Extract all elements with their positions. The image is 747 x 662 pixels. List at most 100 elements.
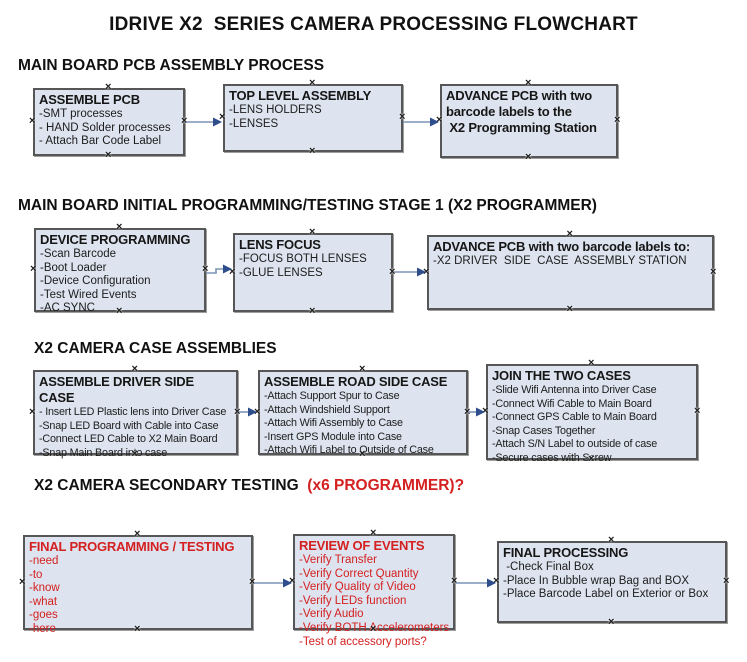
flow-box-review-of-events: REVIEW OF EVENTS -Verify Transfer -Verif… xyxy=(289,529,457,648)
handle-x-icon xyxy=(181,117,189,126)
flow-box-device-programming: DEVICE PROGRAMMING -Scan Barcode -Boot L… xyxy=(30,223,208,316)
section-heading-initial-programming: MAIN BOARD INITIAL PROGRAMMING/TESTING S… xyxy=(18,197,597,215)
handle-x-icon xyxy=(202,265,210,274)
box-line: -Slide Wifi Antenna into Driver Case xyxy=(492,384,657,396)
flow-arrow-2 xyxy=(403,117,439,127)
handle-x-icon xyxy=(389,268,397,277)
box-line: -Place Barcode Label on Exterior or Box xyxy=(503,588,709,601)
handle-x-icon xyxy=(19,578,27,587)
box-title: FINAL PROGRAMMING / TESTING xyxy=(29,539,235,554)
box-line: -Place In Bubble wrap Bag and BOX xyxy=(503,574,690,587)
handle-x-icon xyxy=(451,577,459,586)
handle-x-icon xyxy=(464,408,472,417)
box-title: ASSEMBLE DRIVER SIDE CASE xyxy=(39,374,198,405)
flow-box-assemble-pcb: ASSEMBLE PCB -SMT processes - HAND Solde… xyxy=(29,83,187,160)
handle-x-icon xyxy=(30,265,38,274)
flow-arrow-1 xyxy=(186,117,222,127)
section-heading-red-text: (x6 PROGRAMMER)? xyxy=(303,477,465,494)
box-line: -X2 DRIVER SIDE CASE ASSEMBLY STATION xyxy=(433,255,687,267)
box-line: -Device Configuration xyxy=(40,275,151,288)
box-line: -Boot Loader xyxy=(40,261,107,274)
box-line: -Test of accessory ports? xyxy=(299,635,427,648)
handle-x-icon xyxy=(614,116,622,125)
section-heading-text: X2 CAMERA SECONDARY TESTING xyxy=(34,477,303,494)
box-title: ASSEMBLE ROAD SIDE CASE xyxy=(264,374,448,389)
box-line: -Attach Windshield Support xyxy=(264,403,390,416)
box-line: -Verify BOTH Accelerometers xyxy=(299,621,450,634)
flow-box-final-programming-testing: FINAL PROGRAMMING / TESTING -need -to -k… xyxy=(19,530,255,635)
box-line: -know xyxy=(29,582,60,595)
handle-x-icon xyxy=(482,407,490,416)
handle-x-icon xyxy=(723,577,731,586)
box-title: JOIN THE TWO CASES xyxy=(492,368,631,383)
box-line: -need xyxy=(29,555,59,567)
box-line: -Attach Support Spur to Case xyxy=(264,390,400,402)
box-line: -Verify Transfer xyxy=(299,554,377,566)
box-line: -LENS HOLDERS xyxy=(229,104,322,116)
box-title: ASSEMBLE PCB xyxy=(39,92,140,107)
box-line: -FOCUS BOTH LENSES xyxy=(239,253,367,265)
flow-box-top-level-assembly: TOP LEVEL ASSEMBLY -LENS HOLDERS -LENSES xyxy=(219,79,405,156)
box-line: -Connect Wifi Cable to Main Board xyxy=(492,397,652,410)
box-title: DEVICE PROGRAMMING xyxy=(40,232,191,247)
flow-box-advance-pcb-programming-station: ADVANCE PCB with two barcode labels to t… xyxy=(436,79,620,162)
box-line: - HAND Solder processes xyxy=(39,121,171,134)
box-line: -Attach S/N Label to outside of case xyxy=(492,438,658,451)
box-line: -here xyxy=(29,622,56,635)
flow-box-assemble-road-side-case: ASSEMBLE ROAD SIDE CASE -Attach Support … xyxy=(254,365,470,459)
box-line: -Verify Correct Quantity xyxy=(299,567,419,580)
section-heading-text: X2 CAMERA CASE ASSEMBLIES xyxy=(34,340,277,357)
box-title: FINAL PROCESSING xyxy=(503,545,629,560)
box-line: -Snap Main Board into case xyxy=(39,446,168,459)
page-title: IDRIVE X2 SERIES CAMERA PROCESSING FLOWC… xyxy=(109,14,638,35)
box-line: -Attach Wifi Assembly to Case xyxy=(264,417,403,430)
handle-x-icon xyxy=(29,408,37,417)
flow-arrow-4 xyxy=(394,267,426,277)
handle-x-icon xyxy=(249,578,257,587)
box-line: - Attach Bar Code Label xyxy=(39,135,162,148)
box-line: -Secure cases with Screw xyxy=(492,451,612,464)
box-line: -goes xyxy=(29,609,58,622)
flow-box-advance-pcb-driver-side: ADVANCE PCB with two barcode labels to: … xyxy=(423,230,716,314)
box-line: -SMT processes xyxy=(39,108,123,120)
box-line: - Insert LED Plastic lens into Driver Ca… xyxy=(39,406,227,418)
box-line: -what xyxy=(29,595,58,608)
box-line: -LENSES xyxy=(229,117,279,130)
box-title: REVIEW OF EVENTS xyxy=(299,538,425,553)
section-heading-pcb-assembly: MAIN BOARD PCB ASSEMBLY PROCESS xyxy=(18,57,324,75)
box-line: -Verify Audio xyxy=(299,608,364,621)
handle-x-icon xyxy=(254,408,262,417)
handle-x-icon xyxy=(289,577,297,586)
box-line: -Scan Barcode xyxy=(40,248,117,260)
section-heading-text: MAIN BOARD PCB ASSEMBLY PROCESS xyxy=(18,57,325,74)
box-line: -Snap LED Board with Cable into Case xyxy=(39,419,219,432)
flow-arrow-7 xyxy=(254,578,292,588)
section-heading-case-assemblies: X2 CAMERA CASE ASSEMBLIES xyxy=(34,340,277,358)
flow-box-lens-focus: LENS FOCUS -FOCUS BOTH LENSES -GLUE LENS… xyxy=(229,228,395,316)
handle-x-icon xyxy=(694,407,702,416)
box-title: ADVANCE PCB with two barcode labels to: xyxy=(433,239,691,254)
handle-x-icon xyxy=(423,268,431,277)
section-heading-secondary-testing: X2 CAMERA SECONDARY TESTING (x6 PROGRAMM… xyxy=(34,477,464,495)
box-line: -Verify LEDs function xyxy=(299,594,407,607)
handle-x-icon xyxy=(493,577,501,586)
box-line: -Verify Quality of Video xyxy=(299,581,416,594)
box-line: -Snap Cases Together xyxy=(492,424,596,437)
box-line: -to xyxy=(29,568,43,581)
flow-box-join-the-two-cases: JOIN THE TWO CASES -Slide Wifi Antenna i… xyxy=(482,359,700,464)
section-heading-text: MAIN BOARD INITIAL PROGRAMMING/TESTING S… xyxy=(18,197,597,214)
handle-x-icon xyxy=(399,113,407,122)
box-line: -Attach Wifi Label to Outside of Case xyxy=(264,444,434,457)
flow-box-assemble-driver-side-case: ASSEMBLE DRIVER SIDE CASE - Insert LED P… xyxy=(29,365,240,459)
box-line: -Test Wired Events xyxy=(40,288,137,301)
handle-x-icon xyxy=(436,116,444,125)
box-line: -Check Final Box xyxy=(503,561,594,573)
handle-x-icon xyxy=(229,268,237,277)
handle-x-icon xyxy=(234,408,242,417)
box-line: -GLUE LENSES xyxy=(239,266,323,279)
flow-arrow-8 xyxy=(456,578,496,588)
handle-x-icon xyxy=(710,268,718,277)
box-line: -Connect GPS Cable to Main Board xyxy=(492,411,657,424)
handle-x-icon xyxy=(29,117,37,126)
